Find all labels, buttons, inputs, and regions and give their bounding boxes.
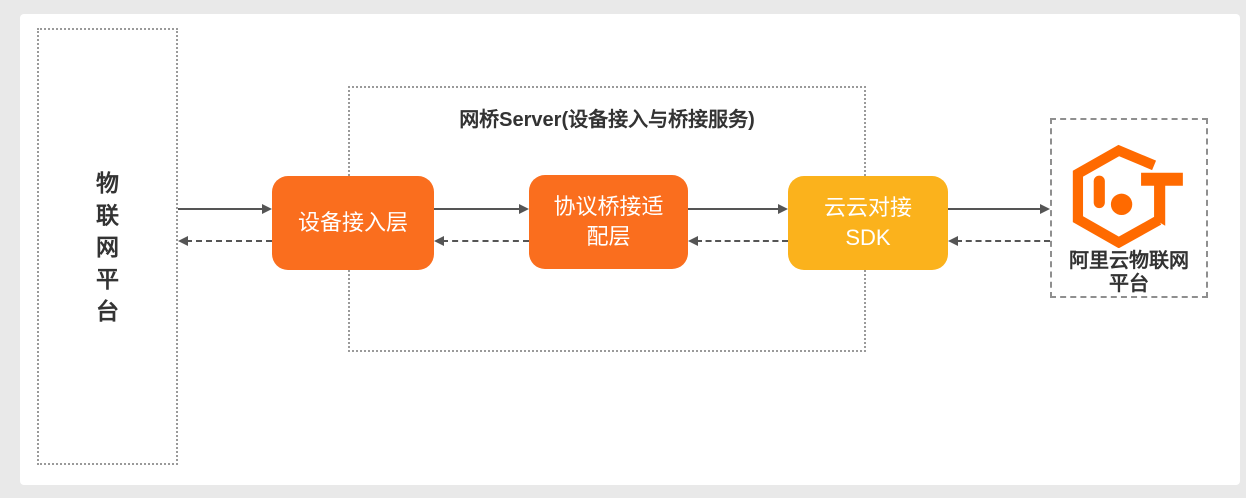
aliyun-iot-platform-box: 阿里云物联网 平台 bbox=[1050, 118, 1208, 298]
logo-o-dot bbox=[1110, 193, 1133, 216]
arrow-shaft bbox=[948, 208, 1042, 210]
arrow-shaft bbox=[186, 240, 272, 242]
protocol-bridge-adapter-node: 协议桥接适 配层 bbox=[529, 175, 688, 269]
arrowhead-right-icon bbox=[1040, 204, 1050, 214]
arrowhead-right-icon bbox=[262, 204, 272, 214]
arrow-aliyun-to-sdk-return bbox=[948, 236, 1050, 246]
arrow-iot-to-device-access bbox=[178, 204, 272, 214]
arrow-sdk-to-protocol-return bbox=[688, 236, 788, 246]
arrow-shaft bbox=[442, 240, 529, 242]
arrow-protocol-to-sdk bbox=[688, 204, 788, 214]
arrow-device-access-to-protocol bbox=[434, 204, 529, 214]
device-access-layer-node: 设备接入层 bbox=[272, 176, 434, 270]
arrow-shaft bbox=[434, 208, 521, 210]
logo-i-bar bbox=[1093, 175, 1105, 209]
logo-hexagon-outline bbox=[1072, 144, 1162, 248]
arrow-shaft bbox=[178, 208, 264, 210]
aliyun-iot-logo-icon bbox=[1072, 144, 1183, 248]
arrowhead-left-icon bbox=[178, 236, 188, 246]
diagram-canvas: 物 联 网 平 台 网桥Server(设备接入与桥接服务) 设备接入层 协议桥接… bbox=[20, 14, 1240, 485]
arrow-shaft bbox=[696, 240, 788, 242]
aliyun-iot-platform-label: 阿里云物联网 平台 bbox=[1069, 250, 1189, 295]
cloud-sdk-node: 云云对接 SDK bbox=[788, 176, 948, 270]
arrow-shaft bbox=[956, 240, 1050, 242]
arrowhead-left-icon bbox=[948, 236, 958, 246]
bridge-server-title: 网桥Server(设备接入与桥接服务) bbox=[459, 109, 755, 131]
arrow-sdk-to-aliyun bbox=[948, 204, 1050, 214]
logo-t-glyph bbox=[1141, 172, 1183, 226]
arrowhead-left-icon bbox=[434, 236, 444, 246]
arrow-device-access-to-iot-return bbox=[178, 236, 272, 246]
iot-platform-box: 物 联 网 平 台 bbox=[37, 28, 178, 465]
arrowhead-right-icon bbox=[778, 204, 788, 214]
arrowhead-right-icon bbox=[519, 204, 529, 214]
arrowhead-left-icon bbox=[688, 236, 698, 246]
iot-platform-label: 物 联 网 平 台 bbox=[96, 169, 119, 324]
arrow-protocol-to-device-access-return bbox=[434, 236, 529, 246]
arrow-shaft bbox=[688, 208, 780, 210]
